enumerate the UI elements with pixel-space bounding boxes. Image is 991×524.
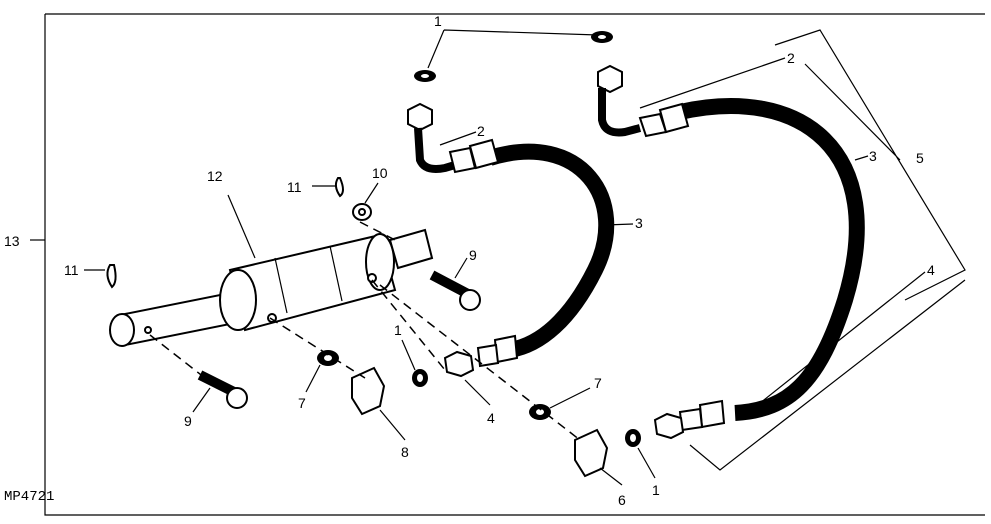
- callout-13: 13: [4, 233, 20, 249]
- callout-1-washer: 1: [434, 13, 442, 29]
- callout-labels: 1 2 2 3 5 3 4 12 11 10 9 13 11 9 7 1 8 4…: [4, 13, 935, 508]
- cylinder: [109, 228, 434, 347]
- hose-left: [407, 102, 615, 378]
- callout-7-right: 7: [594, 375, 602, 391]
- callout-8: 8: [401, 444, 409, 460]
- callout-4-right: 4: [927, 262, 935, 278]
- leader-lines: [84, 29, 966, 486]
- callout-1-right: 1: [652, 482, 660, 498]
- callout-7-left: 7: [298, 395, 306, 411]
- hose-right: [597, 64, 865, 440]
- callout-10: 10: [372, 165, 388, 181]
- callout-3-right: 3: [869, 148, 877, 164]
- callout-6: 6: [618, 492, 626, 508]
- figure-code: MP4721: [4, 489, 54, 505]
- callout-1-left: 1: [394, 322, 402, 338]
- callout-12: 12: [207, 168, 223, 184]
- callout-5: 5: [916, 150, 924, 166]
- pins: [106, 177, 481, 409]
- alignment-lines: [149, 221, 581, 441]
- callout-9-left: 9: [184, 413, 192, 429]
- washers: [317, 31, 641, 447]
- callout-11-top: 11: [287, 179, 302, 195]
- callout-2-right: 2: [787, 50, 795, 66]
- callout-2-left: 2: [477, 123, 485, 139]
- callout-3-left: 3: [635, 215, 643, 231]
- callout-9-right: 9: [469, 247, 477, 263]
- callout-4-left: 4: [487, 410, 495, 426]
- callout-11-left: 11: [64, 262, 79, 278]
- elbows: [351, 366, 609, 478]
- frame-bracket: [30, 13, 985, 516]
